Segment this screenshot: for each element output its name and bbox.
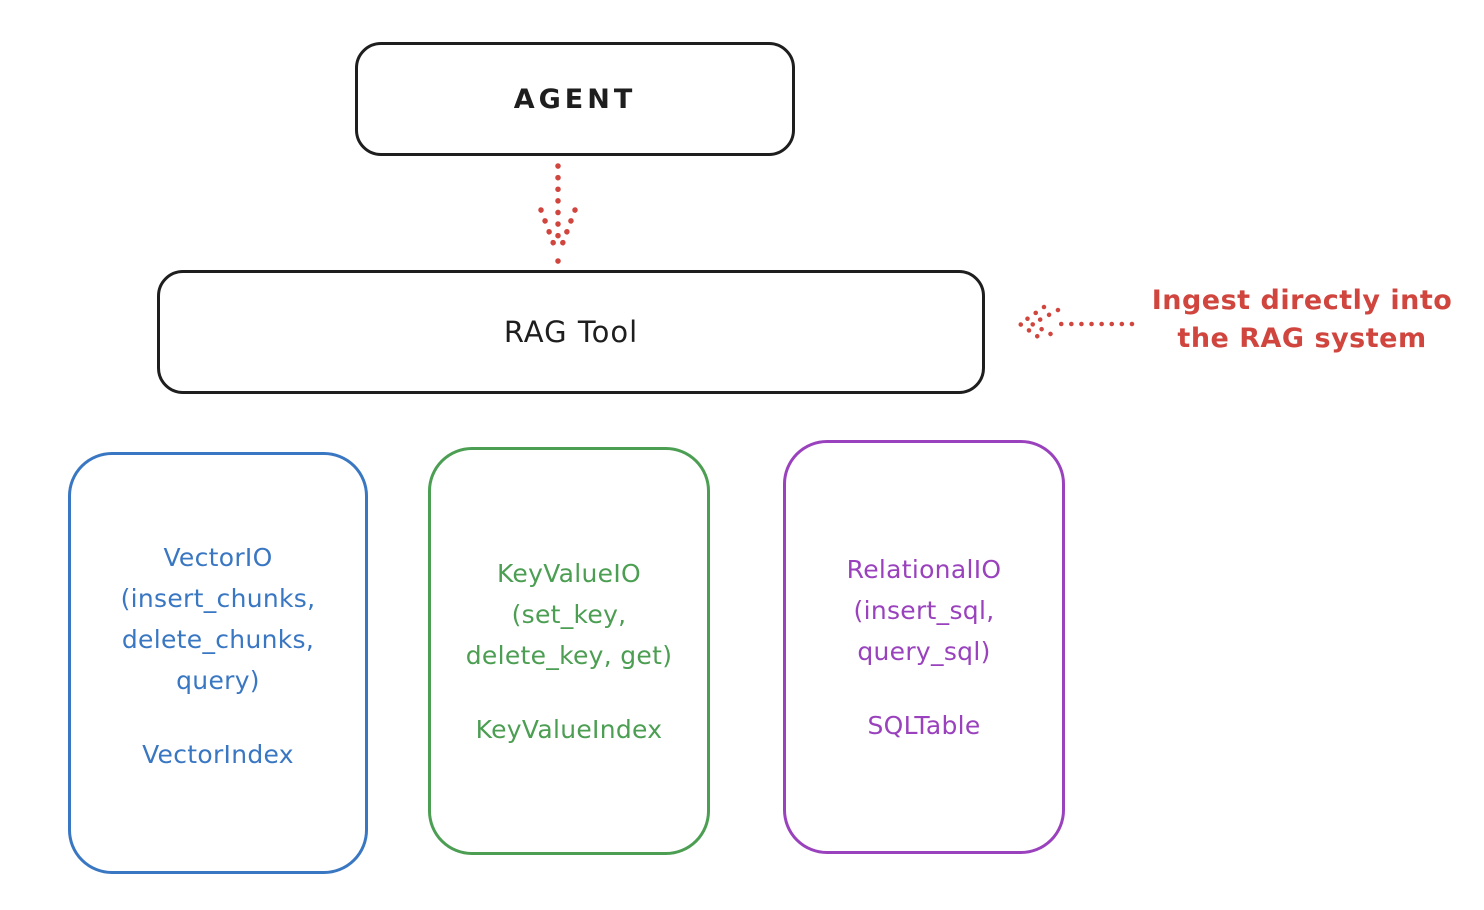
key-value-io-line: KeyValueIO (496, 559, 642, 588)
rag-tool-box: RAG Tool (157, 270, 985, 394)
annotation-dotted-left-arrow-icon (1016, 304, 1135, 344)
vector-io-interface: VectorIO (insert_chunks, delete_chunks, … (71, 537, 365, 701)
vector-io-line: (insert_chunks, (120, 584, 316, 613)
key-value-io-box: KeyValueIO (set_key, delete_key, get) Ke… (428, 447, 710, 855)
relational-io-line: RelationalIO (846, 555, 1002, 584)
agent-box-label: AGENT (513, 83, 637, 115)
key-value-io-line: delete_key, get) (465, 641, 673, 670)
relational-io-box: RelationalIO (insert_sql, query_sql) SQL… (783, 440, 1065, 854)
key-value-io-interface: KeyValueIO (set_key, delete_key, get) (431, 553, 707, 676)
vector-io-line: query) (176, 666, 260, 695)
agent-box: AGENT (355, 42, 795, 156)
annotation-line-1: Ingest directly into (1151, 285, 1453, 316)
agent-to-ragtool-dotted-down-arrow-icon (538, 163, 578, 264)
rag-tool-box-label: RAG Tool (503, 315, 639, 349)
vector-io-line: delete_chunks, (121, 625, 315, 654)
relational-io-line: (insert_sql, (853, 596, 995, 625)
key-value-io-line: (set_key, (511, 600, 627, 629)
annotation-text: Ingest directly into the RAG system (1132, 282, 1472, 358)
sql-table-label: SQLTable (867, 711, 981, 740)
vector-io-line: VectorIO (163, 543, 273, 572)
relational-io-line: query_sql) (857, 637, 991, 666)
vector-io-box: VectorIO (insert_chunks, delete_chunks, … (68, 452, 368, 874)
relational-io-interface: RelationalIO (insert_sql, query_sql) (786, 549, 1062, 672)
vector-index-label: VectorIndex (142, 740, 294, 769)
key-value-index-label: KeyValueIndex (475, 715, 663, 744)
annotation-line-2: the RAG system (1177, 323, 1427, 354)
